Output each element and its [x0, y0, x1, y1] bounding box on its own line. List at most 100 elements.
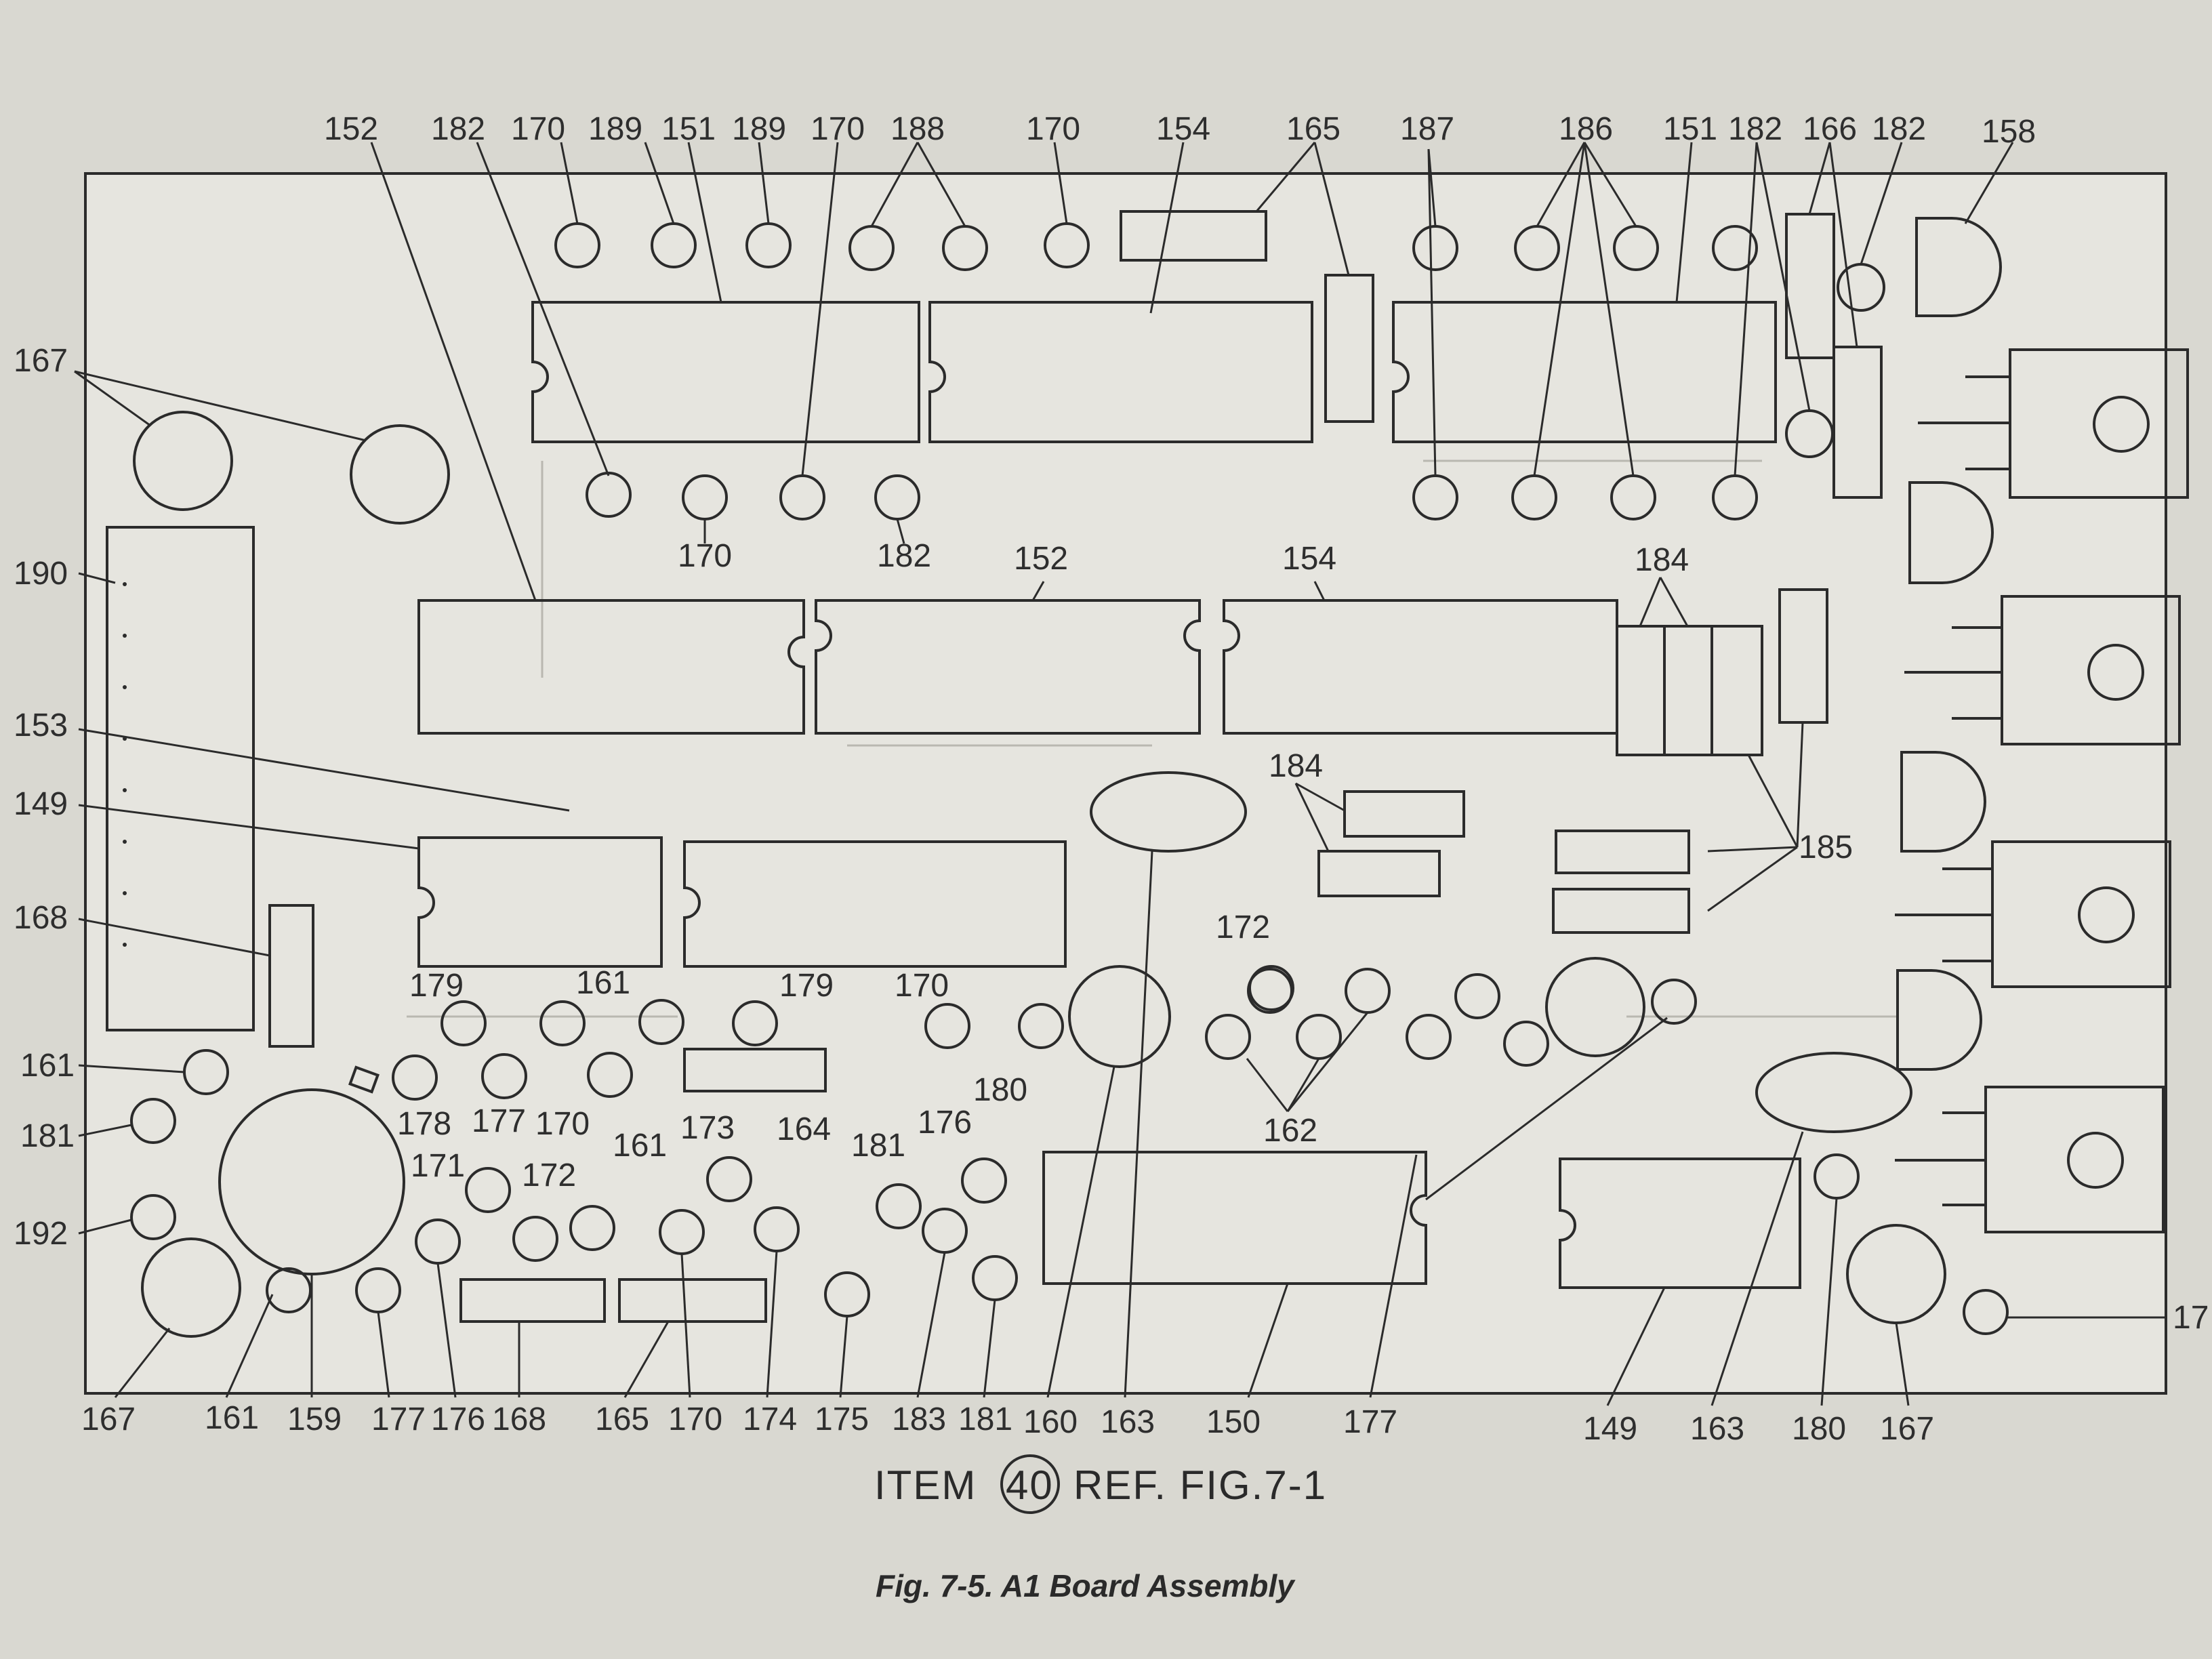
label-177-bottom-b: 177 — [1343, 1404, 1397, 1440]
label-161-b: 161 — [613, 1128, 667, 1164]
capacitor-167-top-a — [133, 411, 233, 511]
ic-chip-149-right — [1559, 1158, 1801, 1289]
label-165-top: 165 — [1286, 111, 1340, 147]
leader-lines — [74, 142, 2166, 1406]
lower-labels: 179 161 179 170 178 177 170 164 180 171 … — [397, 965, 1027, 1193]
label-170-b: 170 — [535, 1106, 590, 1142]
power-transistor-1 — [1918, 348, 2189, 499]
label-164: 164 — [777, 1111, 831, 1147]
resistor-185-a — [1555, 830, 1690, 874]
label-177-a: 177 — [472, 1103, 526, 1139]
resistor-184-b — [1317, 850, 1441, 897]
ic-chip-151-right — [1392, 301, 1777, 443]
label-152-mid: 152 — [1014, 541, 1068, 577]
label-173: 173 — [680, 1110, 735, 1146]
label-179-a: 179 — [409, 968, 464, 1004]
chip-168-vertical — [268, 904, 314, 1048]
label-170-top-b: 170 — [811, 111, 865, 147]
resistor-165-top — [1120, 210, 1267, 262]
resistor-165-vertical — [1324, 274, 1374, 423]
capacitor-166-b — [1832, 346, 1883, 499]
power-transistor-4 — [1895, 1086, 2165, 1233]
figure-caption: Fig. 7-5. A1 Board Assembly — [876, 1568, 1296, 1603]
label-150-bottom: 150 — [1206, 1404, 1261, 1440]
label-153-left: 153 — [14, 708, 68, 743]
label-183-bottom: 183 — [892, 1401, 946, 1437]
label-187-top: 187 — [1400, 111, 1454, 147]
label-172-mid: 172 — [1216, 909, 1270, 945]
ic-chip-154-mid — [1223, 599, 1618, 735]
item-caption-suffix: REF. FIG.7-1 — [1073, 1462, 1327, 1508]
label-160-bottom: 160 — [1023, 1404, 1078, 1440]
ic-chip-151-left — [531, 301, 920, 443]
ic-chip-149-left — [417, 836, 663, 968]
label-151-top-a: 151 — [661, 111, 716, 147]
ic-chip-154-top — [928, 301, 1313, 443]
item-caption: ITEM 40 REF. FIG.7-1 — [874, 1454, 1327, 1514]
label-168-left: 168 — [14, 900, 68, 936]
capacitor-large-right-mid — [1545, 957, 1645, 1057]
label-188-top: 188 — [890, 111, 945, 147]
ic-chip-149-mid — [683, 840, 1067, 968]
crystal-oval-163-mid — [1090, 771, 1247, 853]
print-through-traces — [407, 459, 1898, 1018]
power-transistor-3 — [1895, 840, 2171, 988]
transistor-160 — [1068, 965, 1171, 1068]
label-152-top: 152 — [324, 111, 378, 147]
label-182-mid: 182 — [877, 538, 931, 574]
label-186-top: 186 — [1559, 111, 1613, 147]
item-number-circle — [1000, 1454, 1060, 1514]
label-154-mid: 154 — [1282, 541, 1336, 577]
label-167-bottom-b: 167 — [1880, 1411, 1934, 1447]
label-149-bottom: 149 — [1583, 1411, 1637, 1447]
left-labels: 167 190 153 149 168 161 181 192 — [14, 343, 75, 1252]
label-170-mid: 170 — [678, 538, 732, 574]
label-170-top-c: 170 — [1026, 111, 1080, 147]
label-158-top: 158 — [1982, 114, 2036, 150]
label-192-left: 192 — [14, 1216, 68, 1252]
label-182-top-b: 182 — [1728, 111, 1782, 147]
regulator-158-group — [1896, 217, 2002, 1071]
label-176-bottom: 176 — [431, 1401, 485, 1437]
label-151-top-b: 151 — [1663, 111, 1717, 147]
power-transistor-2 — [1904, 595, 2181, 745]
crystal-oval-163-right — [1755, 1052, 1912, 1133]
label-184-mid-a: 184 — [1635, 542, 1689, 578]
label-181-low: 181 — [851, 1128, 905, 1164]
label-170-top-a: 170 — [511, 111, 565, 147]
label-170-bottom: 170 — [668, 1401, 722, 1437]
label-167-left: 167 — [14, 343, 68, 379]
ic-chip-152-left — [417, 599, 805, 735]
label-182-top-c: 182 — [1872, 111, 1926, 147]
label-161-a: 161 — [576, 965, 630, 1001]
capacitor-167-bottom-left — [141, 1237, 241, 1338]
label-179-b: 179 — [779, 968, 834, 1004]
label-175-bottom: 175 — [815, 1401, 869, 1437]
label-178: 178 — [397, 1106, 451, 1142]
label-166-top: 166 — [1803, 111, 1857, 147]
label-172-low: 172 — [522, 1158, 576, 1193]
label-174-bottom: 174 — [743, 1401, 797, 1437]
label-180-mid: 180 — [973, 1072, 1027, 1108]
label-167-bottom-a: 167 — [81, 1401, 136, 1437]
label-190-left: 190 — [14, 556, 68, 592]
item-caption-prefix: ITEM — [874, 1462, 977, 1508]
label-168-bottom: 168 — [492, 1401, 546, 1437]
label-189-top-b: 189 — [732, 111, 786, 147]
resistor-185-vertical — [1778, 588, 1828, 724]
label-171: 171 — [411, 1148, 465, 1184]
label-163-bottom-a: 163 — [1101, 1404, 1155, 1440]
label-189-top-a: 189 — [588, 111, 642, 147]
label-176-low: 176 — [918, 1105, 972, 1141]
board-outline — [84, 172, 2167, 1395]
label-17-right: 17 — [2173, 1300, 2209, 1336]
label-154-top: 154 — [1156, 111, 1210, 147]
label-161-bottom: 161 — [205, 1400, 259, 1436]
resistor-array-184 — [1616, 625, 1763, 756]
resistor-185-b — [1552, 888, 1690, 934]
label-181-left: 181 — [20, 1118, 75, 1154]
resistor-164 — [683, 1048, 827, 1092]
label-184-mid-b: 184 — [1269, 748, 1323, 784]
